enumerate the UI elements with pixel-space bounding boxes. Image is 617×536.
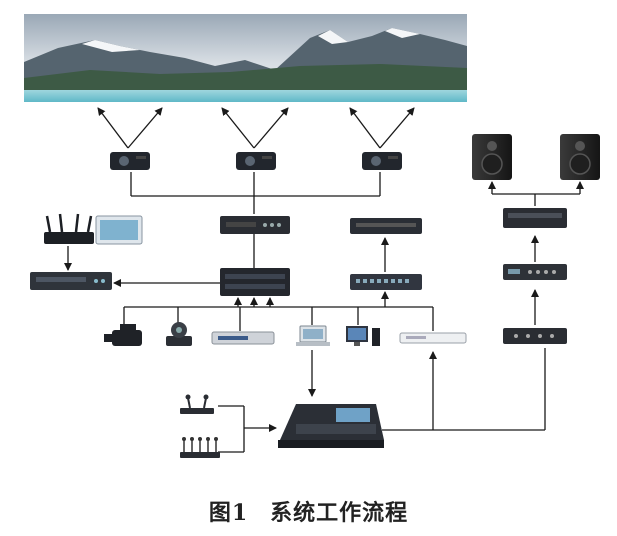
media-player-icon — [211, 331, 275, 345]
tablet-icon — [95, 215, 143, 245]
projector-beam-arrows — [97, 107, 415, 149]
audio-mixer-console-icon — [278, 404, 384, 448]
laptop-icon — [296, 325, 330, 346]
power-sequencer-unit — [503, 328, 567, 344]
figure-number: 图1 — [208, 500, 249, 526]
kvm-control-box — [30, 272, 112, 290]
panoramic-projection-screen — [24, 14, 467, 102]
camcorder-icon — [104, 324, 142, 346]
video-processor-unit — [220, 216, 290, 234]
speaker-left — [472, 134, 512, 180]
projector-right — [362, 152, 402, 170]
connection-lines — [64, 172, 584, 453]
microphone-pair-icon — [180, 394, 214, 414]
audio-processor-unit — [503, 264, 567, 280]
wireless-router-icon — [44, 213, 94, 244]
projector-center — [236, 152, 276, 170]
figure-title: 系统工作流程 — [270, 500, 409, 526]
figure-caption: 图1 系统工作流程 — [0, 495, 617, 527]
network-switch-white-icon — [399, 332, 467, 344]
microphone-array-icon — [180, 437, 220, 458]
ptz-camera-icon — [166, 322, 192, 346]
power-amplifier-unit — [503, 208, 567, 228]
network-device-unit — [350, 218, 422, 234]
speaker-right — [560, 134, 600, 180]
desktop-pc-icon — [346, 326, 380, 346]
network-switch-unit — [350, 274, 422, 290]
matrix-switcher-unit — [220, 268, 290, 296]
projector-left — [110, 152, 150, 170]
